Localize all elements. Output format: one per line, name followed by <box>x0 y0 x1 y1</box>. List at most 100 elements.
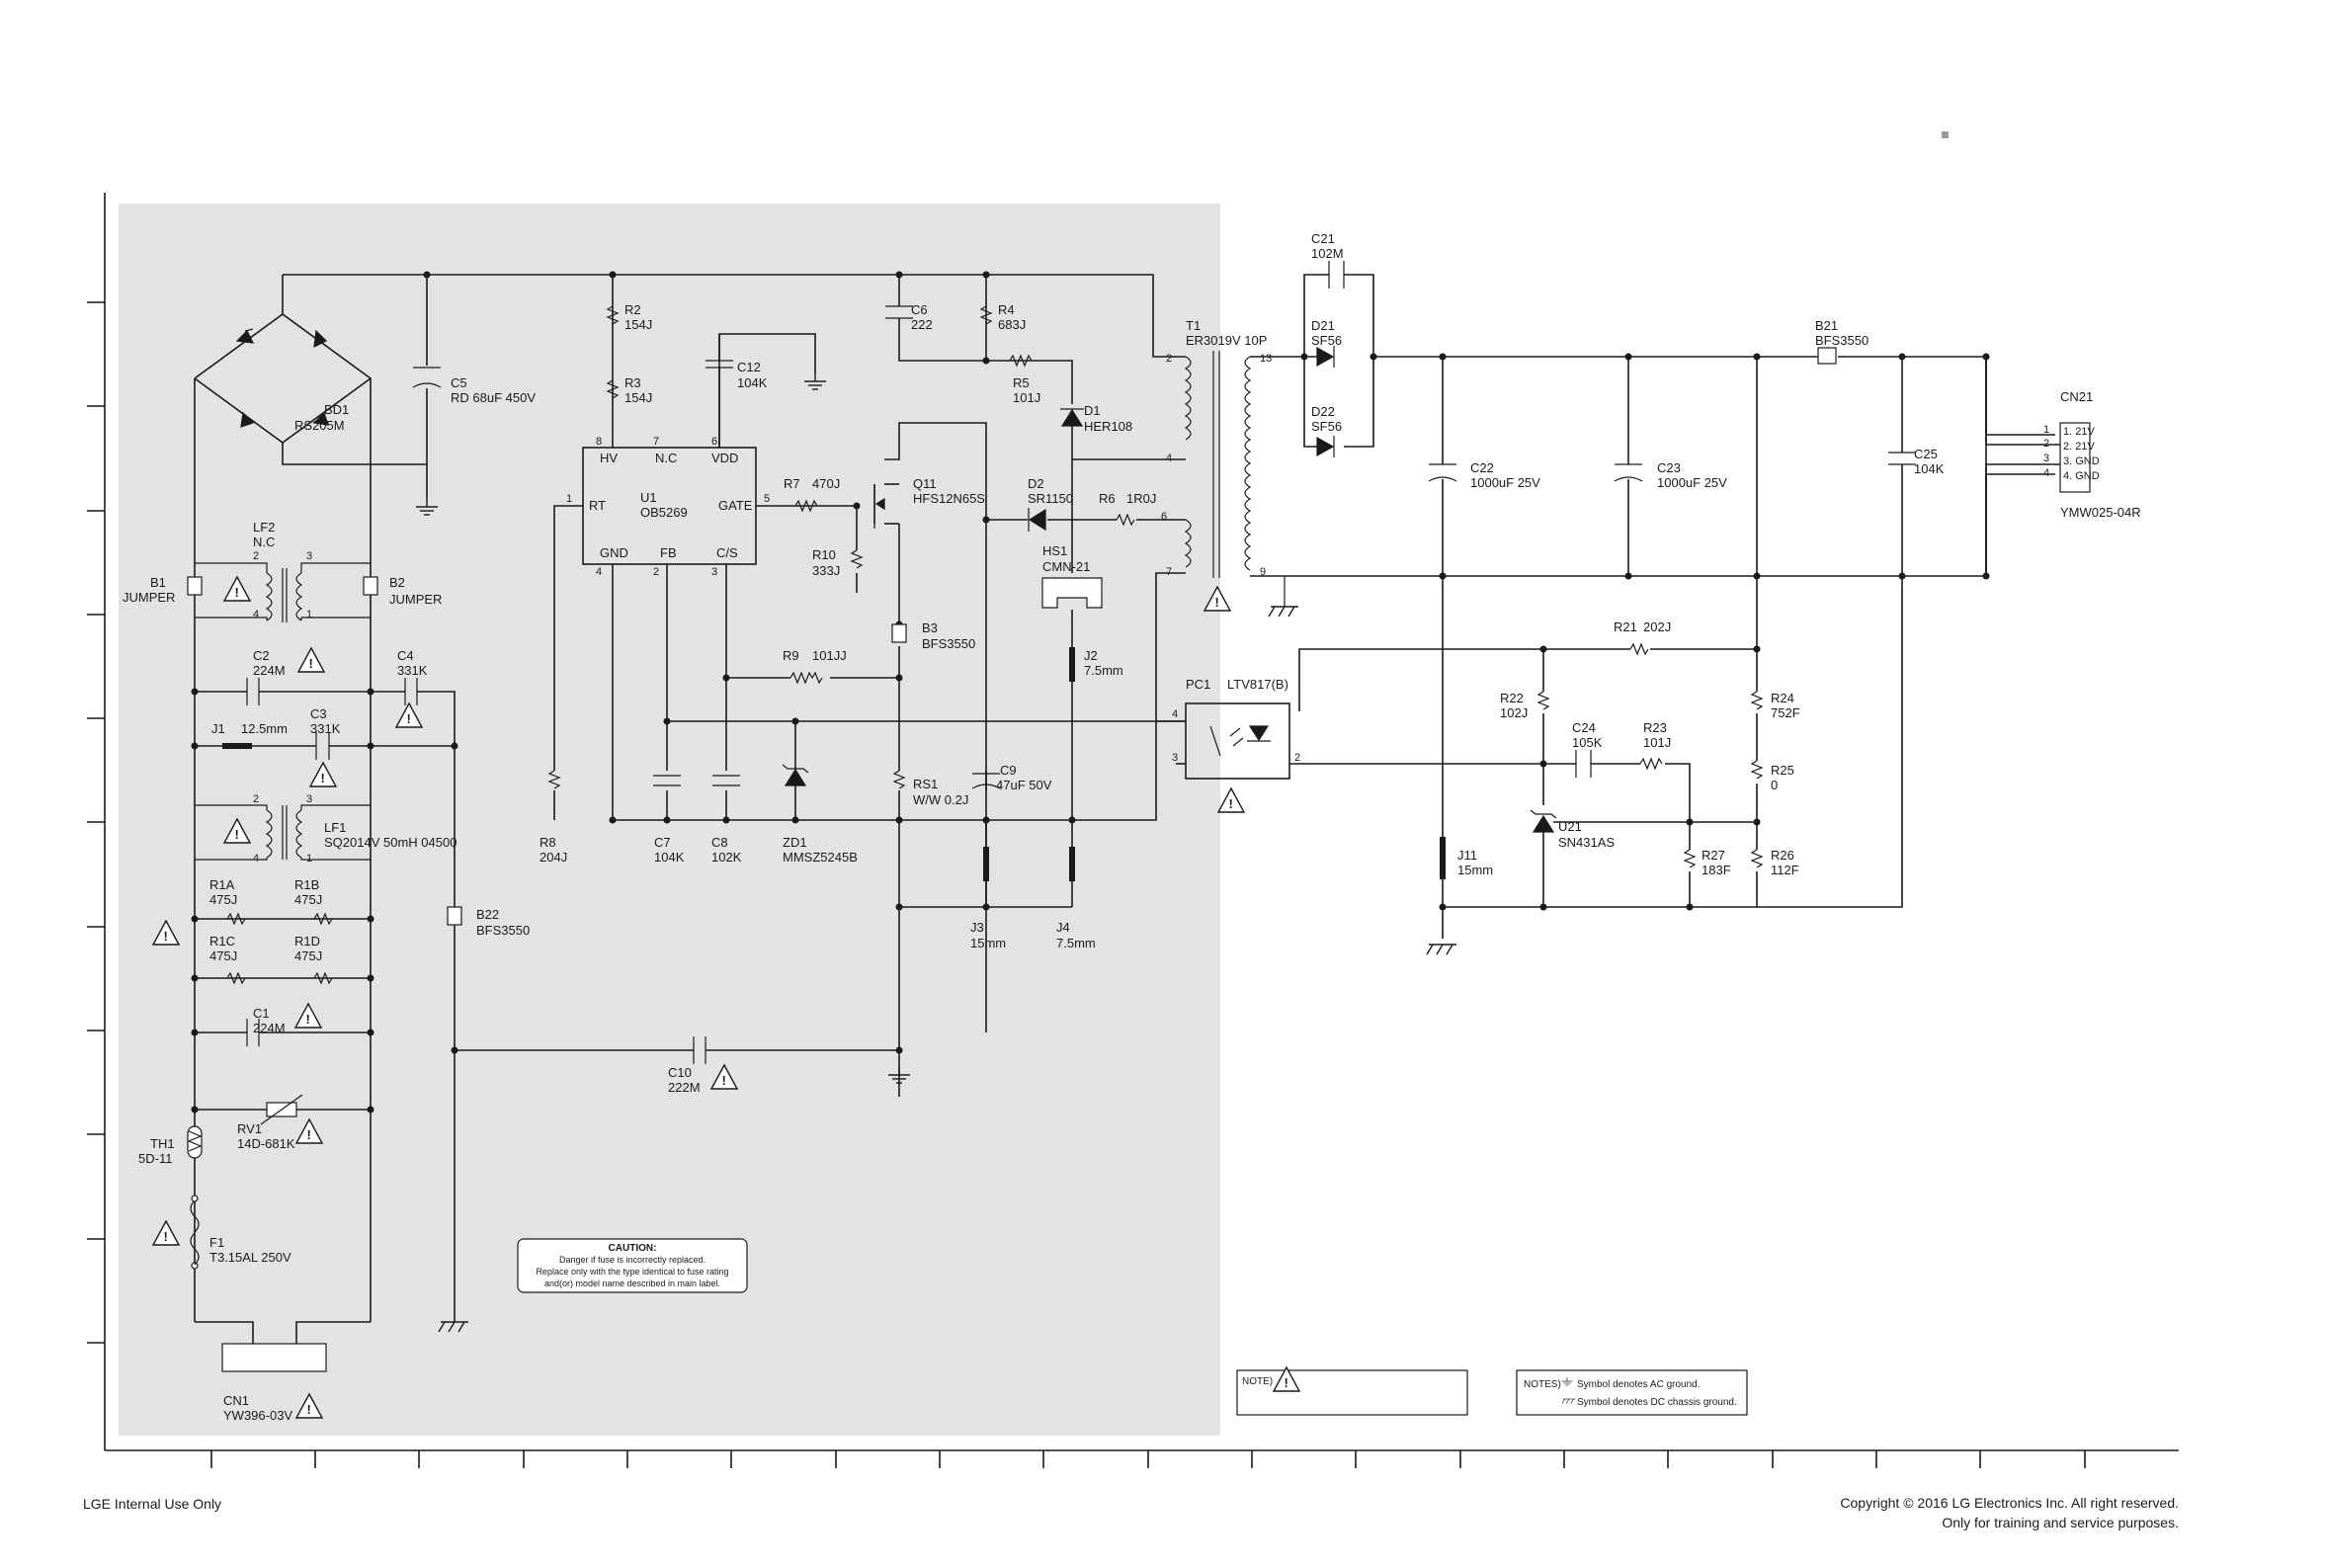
t1-value: ER3019V 10P <box>1186 333 1267 348</box>
c1-value: 224M <box>253 1021 286 1035</box>
svg-text:1: 1 <box>2043 424 2049 436</box>
cn1-ref: CN1 <box>223 1393 249 1408</box>
bd1-ref: BD1 <box>324 402 349 417</box>
r26-value: 112F <box>1771 863 1799 877</box>
r2-ref: R2 <box>624 302 641 317</box>
u1-pin-gate: GATE <box>718 498 753 513</box>
r7-ref: R7 <box>784 476 800 491</box>
c2-ref: C2 <box>253 648 270 663</box>
r5-value: 101J <box>1013 390 1040 405</box>
f1-value: T3.15AL 250V <box>209 1250 291 1265</box>
sheet-frame <box>87 193 2179 1468</box>
r21-ref: R21 <box>1614 619 1637 634</box>
r25-ref: R25 <box>1771 763 1794 778</box>
u1-pin-rt: RT <box>589 498 606 513</box>
c24-value: 105K <box>1572 735 1603 750</box>
c24-ref: C24 <box>1572 720 1596 735</box>
b21-ref: B21 <box>1815 318 1838 333</box>
r1c-value: 475J <box>209 949 237 963</box>
rs1-value: W/W 0.2J <box>913 792 968 807</box>
c22-value: 1000uF 25V <box>1470 475 1540 490</box>
svg-text:7: 7 <box>1166 566 1172 578</box>
r10-value: 333J <box>812 563 840 578</box>
caution-box: CAUTION: Danger if fuse is incorrectly r… <box>517 1238 748 1293</box>
c3-value: 331K <box>310 721 341 736</box>
svg-text:1: 1 <box>566 493 572 505</box>
note-box: NOTE) <box>1236 1366 1468 1416</box>
r22-ref: R22 <box>1500 691 1524 705</box>
r1a-ref: R1A <box>209 877 235 892</box>
caution-line-1: Danger if fuse is incorrectly replaced. <box>559 1255 706 1265</box>
c7-value: 104K <box>654 850 685 865</box>
svg-text:2: 2 <box>653 566 659 578</box>
svg-text:3: 3 <box>1172 752 1178 764</box>
svg-text:2: 2 <box>253 793 259 805</box>
b22-value: BFS3550 <box>476 923 530 938</box>
notes-line-1: Symbol denotes AC ground. <box>1577 1379 1701 1390</box>
d22-value: SF56 <box>1311 419 1342 434</box>
junctions <box>191 271 1990 1114</box>
c9-value: 47uF 50V <box>996 778 1052 792</box>
c9-ref: C9 <box>1000 763 1017 778</box>
r9-value: 101JJ <box>812 648 847 663</box>
svg-text:7: 7 <box>653 436 659 448</box>
cn21-pin-4: 4. GND <box>2063 470 2100 482</box>
cn21-pin-1: 1. 21V <box>2063 426 2095 438</box>
r3-value: 154J <box>624 390 652 405</box>
c10-value: 222M <box>668 1080 701 1095</box>
r1a-value: 475J <box>209 892 237 907</box>
svg-text:1: 1 <box>306 609 312 620</box>
r9-ref: R9 <box>783 648 799 663</box>
d1-value: HER108 <box>1084 419 1132 434</box>
caution-title: CAUTION: <box>609 1243 657 1254</box>
svg-text:5: 5 <box>764 493 770 505</box>
pc1-ref: PC1 <box>1186 677 1210 692</box>
zd1-ref: ZD1 <box>783 835 807 850</box>
d1-ref: D1 <box>1084 403 1101 418</box>
c12-ref: C12 <box>737 360 761 374</box>
q11-value: HFS12N65S <box>913 491 985 506</box>
r24-value: 752F <box>1771 705 1800 720</box>
u1-pin-gnd: GND <box>600 545 628 560</box>
svg-text:6: 6 <box>1161 511 1167 523</box>
c4-ref: C4 <box>397 648 414 663</box>
d22-ref: D22 <box>1311 404 1335 419</box>
r7-value: 470J <box>812 476 840 491</box>
c6-ref: C6 <box>911 302 928 317</box>
c6-value: 222 <box>911 317 933 332</box>
u1-ref: U1 <box>640 490 657 505</box>
wiring <box>194 274 2060 1354</box>
d2-value: SR1150 <box>1028 491 1073 506</box>
b2-value: JUMPER <box>389 592 442 607</box>
svg-text:13: 13 <box>1260 353 1272 365</box>
u1-pin-cs: C/S <box>716 545 738 560</box>
c12-value: 104K <box>737 375 768 390</box>
th1-ref: TH1 <box>150 1136 175 1151</box>
c2-value: 224M <box>253 663 286 678</box>
r6-value: 1R0J <box>1126 491 1156 506</box>
j3-ref: J3 <box>970 920 984 935</box>
r1b-ref: R1B <box>294 877 319 892</box>
d21-ref: D21 <box>1311 318 1335 333</box>
c25-ref: C25 <box>1914 447 1938 461</box>
r23-value: 101J <box>1643 735 1671 750</box>
component-symbols <box>187 261 2091 1372</box>
j4-ref: J4 <box>1056 920 1070 935</box>
rv1-ref: RV1 <box>237 1121 262 1136</box>
cn1-value: YW396-03V <box>223 1408 292 1423</box>
c8-ref: C8 <box>711 835 728 850</box>
c5-value: RD 68uF 450V <box>451 390 536 405</box>
warning-icon <box>1217 787 1245 813</box>
svg-text:4: 4 <box>1166 453 1172 464</box>
c10-ref: C10 <box>668 1065 692 1080</box>
q11-ref: Q11 <box>913 476 937 491</box>
hs1-value: CMN-21 <box>1042 559 1090 574</box>
cn21-pin-labels: 1. 21V 2. 21V 3. GND 4. GND <box>2063 426 2100 482</box>
svg-text:2: 2 <box>253 550 259 562</box>
b3-value: BFS3550 <box>922 636 975 651</box>
u1-pin-hv: HV <box>600 451 618 465</box>
b1-value: JUMPER <box>123 590 175 605</box>
th1-value: 5D-11 <box>138 1151 172 1166</box>
pc1-value: LTV817(B) <box>1227 677 1288 692</box>
